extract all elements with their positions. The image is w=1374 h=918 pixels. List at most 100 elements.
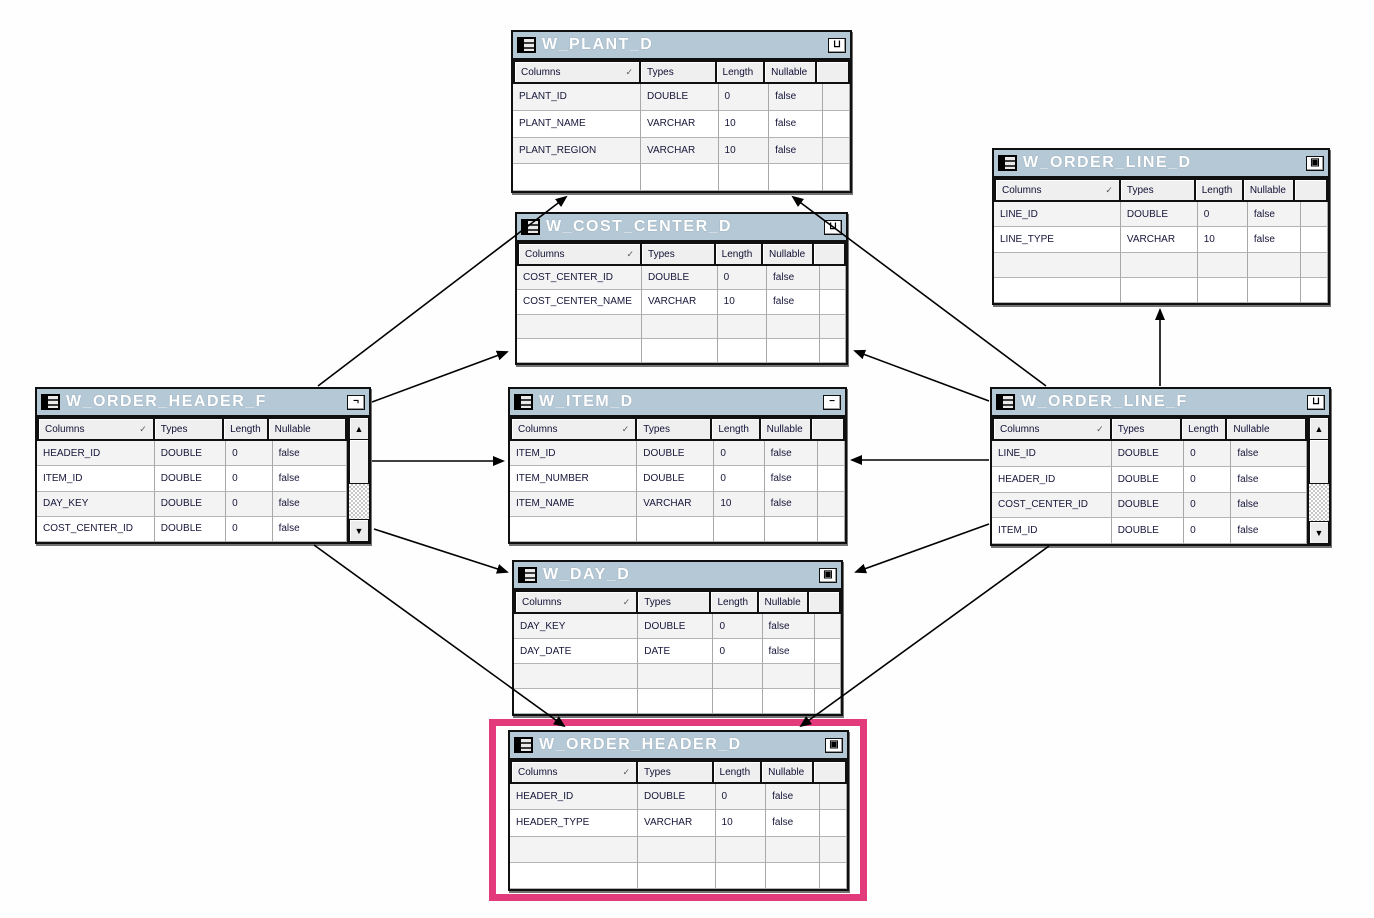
cell-nullable[interactable]: false — [272, 466, 347, 492]
column-header-types[interactable]: Types — [635, 417, 713, 441]
column-header-types[interactable]: Types — [152, 417, 225, 441]
column-header-length[interactable]: Length — [1193, 178, 1244, 202]
cell-types[interactable]: DOUBLE — [637, 466, 715, 492]
cell-columns[interactable]: HEADER_ID — [37, 441, 155, 467]
vertical-scrollbar[interactable]: ▲▼ — [347, 417, 369, 542]
cell-columns[interactable]: HEADER_TYPE — [510, 810, 639, 837]
column-header-nullable[interactable]: Nullable — [1241, 178, 1296, 202]
cell-length[interactable]: 0 — [226, 441, 273, 467]
window-button[interactable]: ▣ — [825, 737, 843, 753]
cell-length[interactable]: 10 — [714, 491, 765, 517]
cell-types[interactable]: VARCHAR — [641, 137, 719, 165]
column-header-nullable[interactable]: Nullable — [761, 242, 814, 266]
cell-length[interactable]: 0 — [1197, 202, 1248, 228]
cell-types[interactable]: VARCHAR — [641, 110, 719, 138]
window-button[interactable]: ¬ — [347, 394, 365, 410]
cell-columns[interactable]: COST_CENTER_ID — [517, 266, 643, 291]
cell-length[interactable]: 0 — [718, 84, 770, 111]
window-titlebar[interactable]: W_ORDER_LINE_F ⊔ — [992, 389, 1329, 417]
column-header-types[interactable]: Types — [639, 60, 717, 84]
column-header-nullable[interactable]: Nullable — [266, 417, 347, 441]
cell-nullable[interactable]: false — [762, 639, 815, 664]
window-titlebar[interactable]: W_ORDER_HEADER_F ¬ — [37, 389, 369, 417]
cell-types[interactable]: DOUBLE — [154, 516, 227, 542]
cell-length[interactable]: 0 — [226, 491, 273, 517]
cell-types[interactable]: VARCHAR — [637, 491, 715, 517]
column-header-columns[interactable]: Columns✓ — [994, 178, 1121, 202]
scroll-up-button[interactable]: ▲ — [349, 417, 369, 440]
window-button[interactable]: ⊔ — [828, 37, 846, 53]
scrollbar-thumb[interactable] — [349, 440, 369, 484]
window-titlebar[interactable]: W_DAY_D ▣ — [514, 562, 841, 590]
cell-columns[interactable]: DAY_KEY — [37, 491, 155, 517]
column-header-length[interactable]: Length — [709, 590, 759, 614]
cell-columns[interactable]: ITEM_ID — [510, 441, 638, 467]
window-button[interactable]: ⊔ — [1307, 394, 1325, 410]
column-header-columns[interactable]: Columns✓ — [37, 417, 155, 441]
column-header-nullable[interactable]: Nullable — [758, 417, 813, 441]
cell-types[interactable]: DOUBLE — [638, 784, 716, 811]
column-header-columns[interactable]: Columns✓ — [514, 590, 639, 614]
cell-nullable[interactable]: false — [764, 491, 819, 517]
window-button[interactable]: ▣ — [819, 567, 837, 583]
cell-types[interactable]: DOUBLE — [1111, 466, 1185, 493]
cell-length[interactable]: 0 — [1184, 441, 1232, 467]
window-button[interactable]: ⊔ — [824, 219, 842, 235]
cell-types[interactable]: DOUBLE — [641, 84, 719, 111]
cell-types[interactable]: DOUBLE — [638, 614, 714, 639]
cell-nullable[interactable]: false — [766, 784, 820, 811]
cell-length[interactable]: 0 — [1184, 518, 1232, 544]
column-header-nullable[interactable]: Nullable — [1225, 417, 1307, 441]
cell-nullable[interactable]: false — [769, 137, 823, 165]
cell-types[interactable]: DOUBLE — [1111, 441, 1185, 467]
cell-nullable[interactable]: false — [272, 516, 347, 542]
cell-columns[interactable]: LINE_TYPE — [994, 227, 1121, 253]
column-header-length[interactable]: Length — [713, 242, 764, 266]
cell-length[interactable]: 0 — [715, 784, 767, 811]
cell-columns[interactable]: PLANT_ID — [513, 84, 642, 111]
cell-length[interactable]: 0 — [713, 639, 763, 664]
cell-columns[interactable]: ITEM_ID — [37, 466, 155, 492]
cell-length[interactable]: 0 — [226, 466, 273, 492]
window-button[interactable]: ▣ — [1306, 155, 1324, 171]
window-titlebar[interactable]: W_ORDER_HEADER_D ▣ — [510, 732, 847, 760]
cell-length[interactable]: 0 — [1184, 466, 1232, 493]
column-header-length[interactable]: Length — [1180, 417, 1228, 441]
cell-columns[interactable]: ITEM_ID — [992, 518, 1112, 544]
cell-types[interactable]: DOUBLE — [1111, 518, 1185, 544]
cell-nullable[interactable]: false — [762, 614, 815, 639]
cell-nullable[interactable]: false — [1231, 466, 1307, 493]
cell-nullable[interactable]: false — [766, 810, 820, 837]
column-header-columns[interactable]: Columns✓ — [510, 417, 638, 441]
cell-types[interactable]: VARCHAR — [642, 290, 718, 315]
column-header-length[interactable]: Length — [711, 760, 763, 784]
scroll-down-button[interactable]: ▼ — [349, 519, 369, 542]
cell-length[interactable]: 10 — [715, 810, 767, 837]
cell-nullable[interactable]: false — [272, 491, 347, 517]
column-header-nullable[interactable]: Nullable — [763, 60, 817, 84]
cell-types[interactable]: DATE — [638, 639, 714, 664]
cell-nullable[interactable]: false — [1247, 227, 1302, 253]
cell-columns[interactable]: COST_CENTER_ID — [992, 492, 1112, 519]
column-header-columns[interactable]: Columns✓ — [992, 417, 1112, 441]
cell-columns[interactable]: LINE_ID — [992, 441, 1112, 467]
cell-length[interactable]: 10 — [718, 137, 770, 165]
